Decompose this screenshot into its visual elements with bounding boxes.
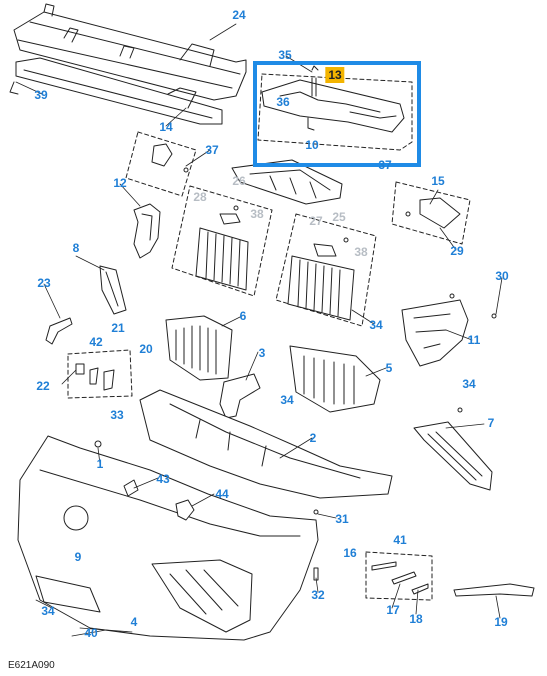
part-19-strip bbox=[453, 583, 535, 597]
figure-code: E621A090 bbox=[8, 660, 55, 671]
callout-34-lower[interactable]: 34 bbox=[41, 604, 55, 618]
callout-32[interactable]: 32 bbox=[311, 588, 325, 602]
callout-44[interactable]: 44 bbox=[215, 487, 229, 501]
part-14-lower-beam bbox=[9, 57, 223, 125]
part-23-strip bbox=[45, 317, 73, 345]
callout-9[interactable]: 9 bbox=[74, 550, 82, 564]
callout-2[interactable]: 2 bbox=[309, 431, 317, 445]
part-33-fastener bbox=[94, 440, 102, 448]
callout-4[interactable]: 4 bbox=[130, 615, 138, 629]
part-24-bumper-beam bbox=[13, 3, 247, 101]
part-27-shutter-right bbox=[287, 237, 355, 321]
callout-37-right[interactable]: 37 bbox=[378, 158, 392, 172]
callout-27[interactable]: 27 bbox=[309, 214, 323, 228]
dashed-frame-12 bbox=[125, 131, 197, 197]
part-37-clip bbox=[151, 143, 189, 173]
callout-12[interactable]: 12 bbox=[113, 176, 127, 190]
callout-7[interactable]: 7 bbox=[487, 416, 495, 430]
part-44-bracket bbox=[175, 499, 195, 521]
callout-18[interactable]: 18 bbox=[409, 612, 423, 626]
callout-38-right[interactable]: 38 bbox=[354, 245, 368, 259]
callout-21[interactable]: 21 bbox=[111, 321, 125, 335]
part-8-trim bbox=[99, 265, 127, 315]
callout-43[interactable]: 43 bbox=[156, 472, 170, 486]
part-7-side-trim bbox=[413, 407, 493, 491]
part-32-pin bbox=[313, 567, 319, 581]
part-26-air-duct bbox=[231, 159, 343, 205]
callout-35[interactable]: 35 bbox=[278, 48, 292, 62]
callout-37-left[interactable]: 37 bbox=[205, 143, 219, 157]
part-15-guide bbox=[405, 197, 461, 229]
callout-42[interactable]: 42 bbox=[89, 335, 103, 349]
callout-33[interactable]: 33 bbox=[110, 408, 124, 422]
part-1-bumper-cover bbox=[17, 435, 319, 641]
leader-lines bbox=[15, 23, 503, 637]
part-13-bracket bbox=[261, 65, 405, 133]
callout-36[interactable]: 36 bbox=[276, 95, 290, 109]
highlight-box-13 bbox=[253, 61, 421, 167]
callout-22[interactable]: 22 bbox=[36, 379, 50, 393]
callout-39[interactable]: 39 bbox=[34, 88, 48, 102]
callout-16[interactable]: 16 bbox=[343, 546, 357, 560]
callout-41[interactable]: 41 bbox=[393, 533, 407, 547]
callout-26[interactable]: 26 bbox=[232, 174, 246, 188]
callout-29[interactable]: 29 bbox=[450, 244, 464, 258]
part-6-grille bbox=[165, 315, 233, 381]
part-16-18-strips bbox=[371, 561, 429, 595]
callout-23[interactable]: 23 bbox=[37, 276, 51, 290]
callout-11[interactable]: 11 bbox=[467, 333, 481, 347]
callout-14[interactable]: 14 bbox=[159, 120, 173, 134]
callout-25[interactable]: 25 bbox=[332, 210, 346, 224]
dashed-frame-13 bbox=[257, 73, 413, 151]
callout-19[interactable]: 19 bbox=[494, 615, 508, 629]
dashed-frame-20 bbox=[67, 349, 133, 399]
callout-5[interactable]: 5 bbox=[385, 361, 393, 375]
callout-20[interactable]: 20 bbox=[139, 342, 153, 356]
part-22-clips bbox=[75, 363, 115, 391]
part-28-shutter-left bbox=[195, 205, 249, 291]
part-31-fastener bbox=[313, 509, 319, 515]
part-5-grille bbox=[289, 345, 381, 413]
dashed-frame-41 bbox=[365, 551, 433, 601]
callout-34-right[interactable]: 34 bbox=[462, 377, 476, 391]
dashed-frame-28 bbox=[171, 185, 273, 297]
callout-24[interactable]: 24 bbox=[232, 8, 246, 22]
part-11-side-duct bbox=[401, 293, 497, 367]
callout-6[interactable]: 6 bbox=[239, 309, 247, 323]
callout-30[interactable]: 30 bbox=[495, 269, 509, 283]
callout-17[interactable]: 17 bbox=[386, 603, 400, 617]
callout-34-middle[interactable]: 34 bbox=[280, 393, 294, 407]
part-12-bracket bbox=[133, 203, 161, 259]
callout-15[interactable]: 15 bbox=[431, 174, 445, 188]
part-3-bracket bbox=[219, 373, 261, 419]
callout-8[interactable]: 8 bbox=[72, 241, 80, 255]
callout-13-highlighted[interactable]: 13 bbox=[325, 67, 345, 83]
part-2-lower-reinforcement bbox=[139, 389, 393, 499]
callout-10[interactable]: 10 bbox=[305, 138, 319, 152]
part-43-clip bbox=[123, 479, 139, 497]
callout-3[interactable]: 3 bbox=[258, 346, 266, 360]
dashed-frame-15 bbox=[391, 181, 471, 245]
callout-28[interactable]: 28 bbox=[193, 190, 207, 204]
callout-38-left[interactable]: 38 bbox=[250, 207, 264, 221]
callout-40[interactable]: 40 bbox=[84, 626, 98, 640]
callout-1[interactable]: 1 bbox=[96, 457, 104, 471]
callout-31[interactable]: 31 bbox=[335, 512, 349, 526]
callout-34-upper[interactable]: 34 bbox=[369, 318, 383, 332]
